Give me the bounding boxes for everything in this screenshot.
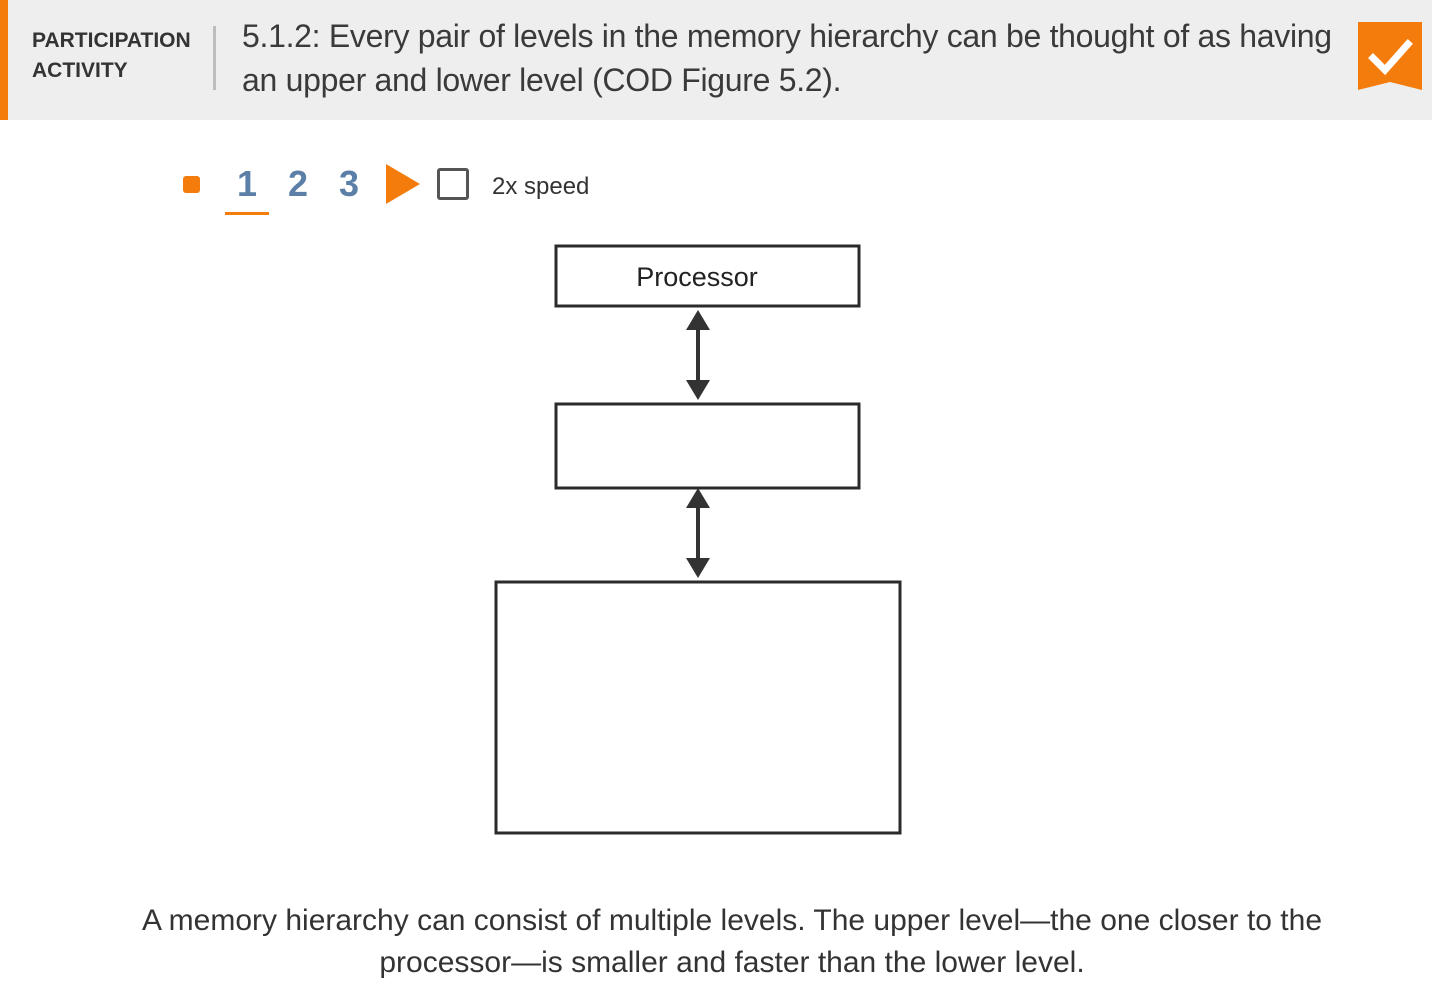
label-line-1: PARTICIPATION bbox=[32, 29, 191, 52]
speed-checkbox[interactable] bbox=[437, 168, 469, 200]
step-1-button[interactable]: 1 bbox=[224, 160, 270, 215]
lower-level-box bbox=[494, 580, 902, 835]
arrow-upper-lower bbox=[686, 488, 710, 578]
speed-label: 2x speed bbox=[492, 173, 590, 200]
step-3-button[interactable]: 3 bbox=[339, 163, 360, 204]
animation-controls: 1 2 3 2x speed bbox=[183, 160, 783, 220]
processor-box bbox=[554, 244, 861, 308]
header-divider bbox=[213, 26, 216, 90]
header-accent-bar bbox=[0, 0, 8, 120]
upper-level-box bbox=[554, 402, 861, 490]
participation-activity-label: PARTICIPATION ACTIVITY bbox=[32, 26, 207, 86]
arrow-processor-upper bbox=[686, 310, 710, 400]
step-2-button[interactable]: 2 bbox=[288, 163, 309, 204]
start-over-button[interactable] bbox=[183, 176, 200, 193]
activity-title: 5.1.2: Every pair of levels in the memor… bbox=[242, 18, 1332, 98]
label-line-2: ACTIVITY bbox=[32, 59, 128, 82]
step-caption: A memory hierarchy can consist of multip… bbox=[141, 904, 1323, 979]
play-icon[interactable] bbox=[386, 164, 420, 204]
completion-checkmark-icon bbox=[1358, 22, 1422, 90]
activity-header: PARTICIPATION ACTIVITY 5.1.2: Every pair… bbox=[0, 0, 1432, 120]
processor-label: Processor bbox=[636, 262, 758, 292]
